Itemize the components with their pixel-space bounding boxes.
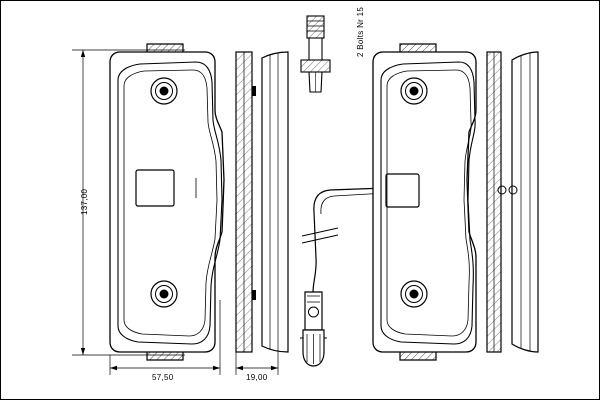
thickness-dimension-label: 19,00	[246, 373, 268, 382]
bolt-note-label: 2 Bolts Nr 15	[356, 6, 365, 57]
right-pad-backing-side-view	[497, 51, 539, 353]
right-brake-pad-front-view	[372, 43, 477, 361]
bolt-detail	[300, 15, 331, 93]
left-pad-backing-side-view	[261, 51, 289, 353]
right-pad-side-view	[486, 51, 502, 353]
width-dimension-label: 57,50	[152, 373, 174, 382]
left-brake-pad-front-view	[109, 43, 225, 361]
left-pad-side-view	[235, 51, 256, 353]
height-dimension-label: 137,00	[80, 188, 89, 215]
